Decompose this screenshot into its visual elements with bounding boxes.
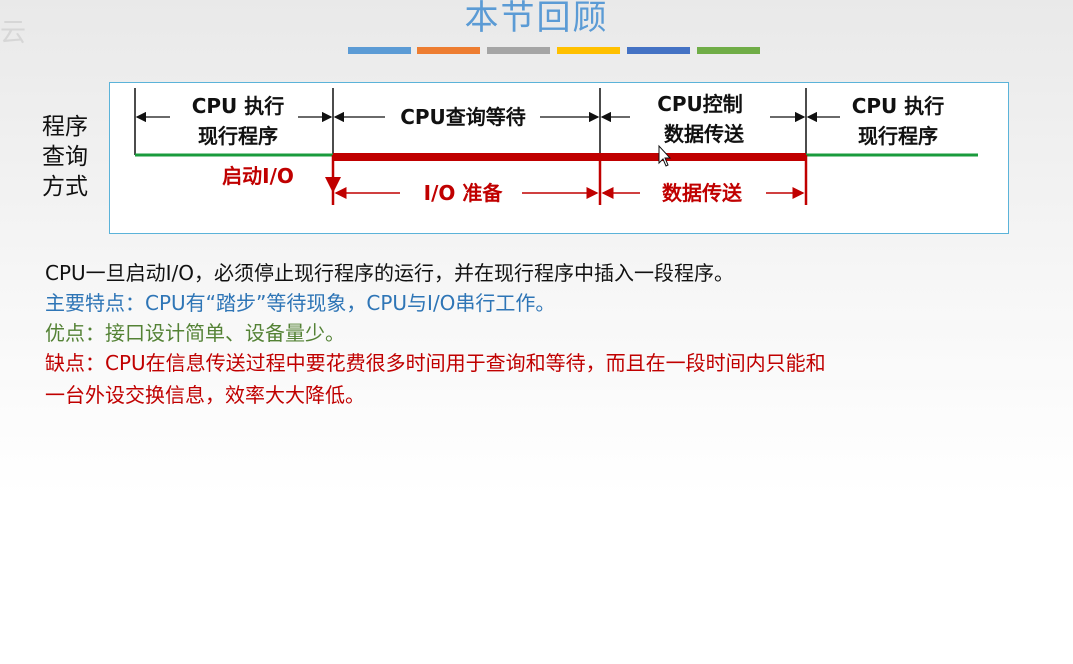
title-underline-bar-3 — [487, 47, 550, 54]
seg4-label-line1: CPU 执行 — [852, 94, 945, 118]
diagram-side-label: 程序查询方式 — [42, 114, 88, 200]
title-underline-bar-2 — [417, 47, 480, 54]
mouse-cursor-icon — [658, 144, 672, 167]
io-prepare-label: I/O 准备 — [424, 181, 504, 205]
timing-diagram: CPU 执行 现行程序 CPU查询等待 CPU控制 数据传送 CPU 执行 现行… — [134, 88, 978, 205]
disadvantage-line-1: 缺点：CPU在信息传送过程中要花费很多时间用于查询和等待，而且在一段时间内只能和 — [45, 351, 826, 375]
title-underline-bar-4 — [557, 47, 620, 54]
watermark-text: 云 — [0, 18, 27, 48]
title-underline-bar-5 — [627, 47, 690, 54]
seg1-label-line2: 现行程序 — [198, 124, 278, 148]
timing-diagram-frame: CPU 执行 现行程序 CPU查询等待 CPU控制 数据传送 CPU 执行 现行… — [109, 82, 1009, 234]
seg2-label: CPU查询等待 — [400, 105, 526, 129]
seg3-label-line1: CPU控制 — [657, 92, 743, 116]
advantage-line: 优点：接口设计简单、设备量少。 — [45, 321, 345, 345]
start-io-label: 启动I/O — [222, 164, 294, 188]
title-underline-bar-1 — [348, 47, 411, 54]
slide-title: 本节回顾 — [464, 0, 609, 38]
seg3-label-line2: 数据传送 — [664, 122, 745, 146]
main-feature-line: 主要特点：CPU有“踏步”等待现象，CPU与I/O串行工作。 — [45, 291, 556, 315]
disadvantage-line-2: 一台外设交换信息，效率大大降低。 — [45, 383, 365, 407]
seg1-label-line1: CPU 执行 — [192, 94, 285, 118]
seg4-label-line2: 现行程序 — [858, 124, 938, 148]
summary-line-1: CPU一旦启动I/O，必须停止现行程序的运行，并在现行程序中插入一段程序。 — [45, 261, 735, 285]
title-underline-bar-6 — [697, 47, 760, 54]
data-transfer-label: 数据传送 — [662, 181, 743, 205]
